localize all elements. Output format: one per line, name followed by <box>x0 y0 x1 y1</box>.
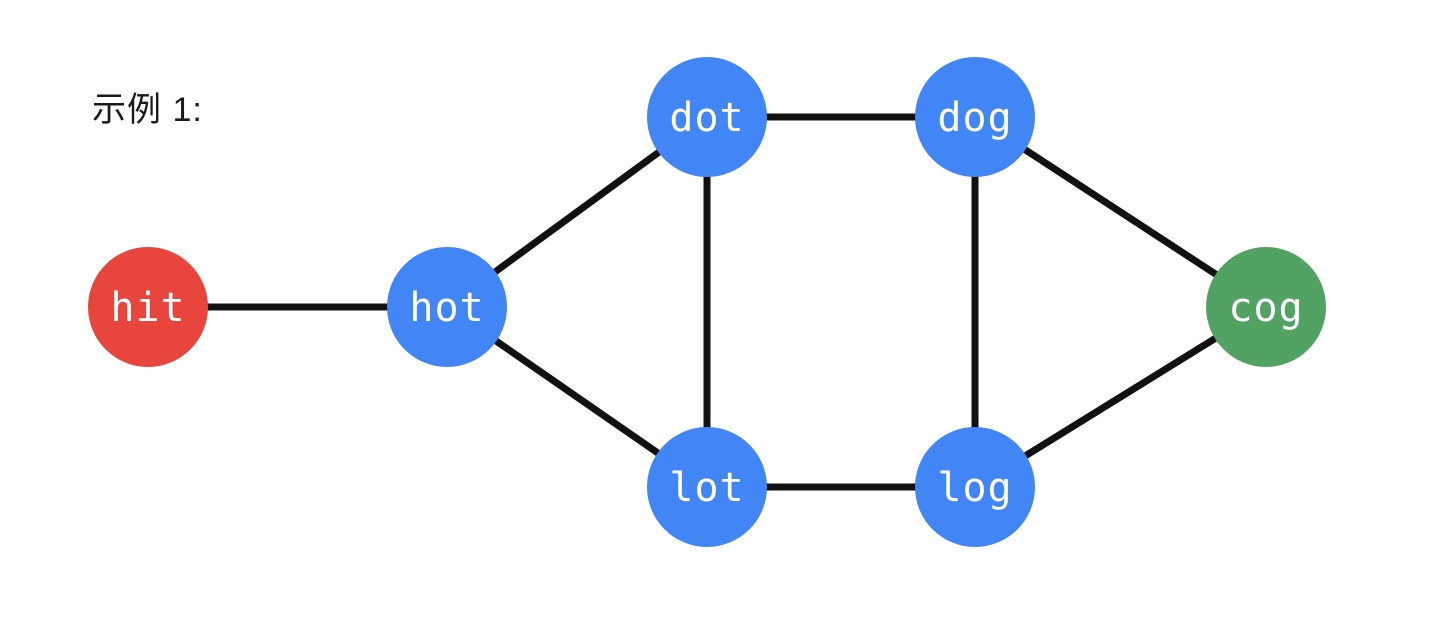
graph-node-hit[interactable]: hit <box>88 247 208 367</box>
graph-edges <box>202 113 1221 491</box>
node-circle-hit <box>88 247 208 367</box>
node-label-cog: cog <box>1228 285 1303 331</box>
graph-node-lot[interactable]: lot <box>647 427 767 547</box>
node-circle-hot <box>387 247 507 367</box>
node-circle-dot <box>647 57 767 177</box>
node-circle-lot <box>647 427 767 547</box>
node-label-log: log <box>937 465 1012 511</box>
node-circle-dog <box>915 57 1035 177</box>
node-circle-log <box>915 427 1035 547</box>
node-label-lot: lot <box>669 465 744 511</box>
node-label-hit: hit <box>110 285 185 331</box>
graph-node-dog[interactable]: dog <box>915 57 1035 177</box>
graph-edge-hot-lot <box>491 336 663 458</box>
graph-edge-log-cog <box>1020 334 1221 460</box>
graph-edge-dog-cog <box>1020 145 1221 279</box>
node-label-dog: dog <box>937 95 1012 141</box>
example-caption: 示例 1: <box>92 91 203 129</box>
graph-nodes: hit hot dot dog lot log cog <box>88 57 1326 547</box>
graph-node-cog[interactable]: cog <box>1206 247 1326 367</box>
graph-node-hot[interactable]: hot <box>387 247 507 367</box>
graph-edge-hot-dot <box>490 147 664 277</box>
graph-node-log[interactable]: log <box>915 427 1035 547</box>
node-circle-cog <box>1206 247 1326 367</box>
node-label-hot: hot <box>409 285 484 331</box>
node-label-dot: dot <box>669 95 744 141</box>
graph-node-dot[interactable]: dot <box>647 57 767 177</box>
